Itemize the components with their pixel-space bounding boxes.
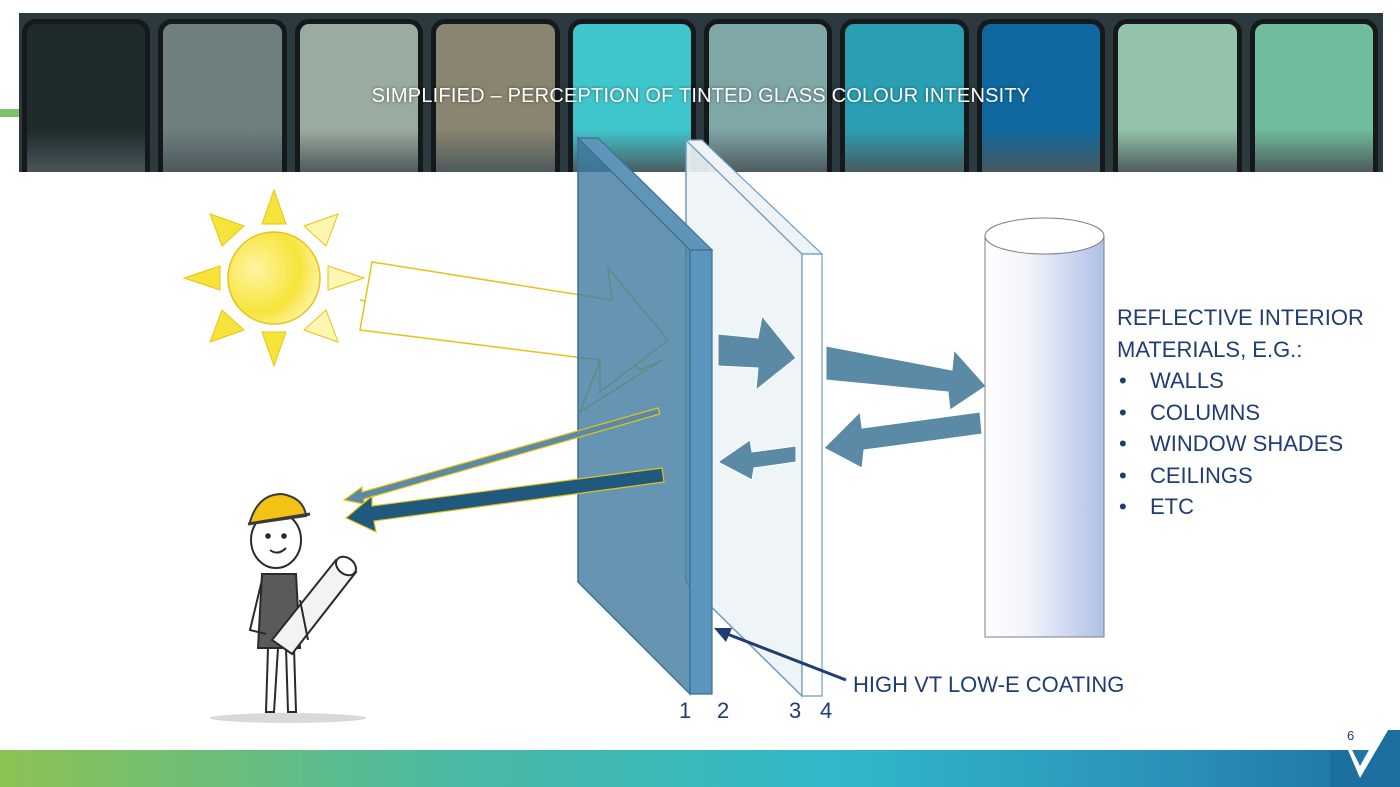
coating-pointer-arrow xyxy=(714,628,847,682)
footer-gradient-bar xyxy=(0,750,1400,787)
glass-sample-swatch xyxy=(294,19,424,172)
reflected-arrow-from-column xyxy=(823,410,983,469)
return-arrow-gap xyxy=(717,439,797,481)
glass-sample-swatch xyxy=(976,19,1106,172)
page-title: SIMPLIFIED – PERCEPTION OF TINTED GLASS … xyxy=(371,85,1031,107)
coating-label: HIGH VT LOW-E COATING xyxy=(853,672,1125,697)
legend-list: WALLS COLUMNS WINDOW SHADES CEILINGS ETC xyxy=(1117,365,1364,523)
surface-label-4: 4 xyxy=(820,698,833,723)
surface-label-1: 1 xyxy=(679,698,692,723)
glass-sample-swatch xyxy=(158,19,287,172)
glass-sample-swatch xyxy=(431,19,560,172)
surface-label-3: 3 xyxy=(789,698,802,723)
glass-sample-swatch xyxy=(22,19,151,172)
accent-bar xyxy=(0,109,19,117)
glass-sample-swatch xyxy=(704,19,833,172)
reflected-light-arrow-dark xyxy=(344,467,665,534)
legend-heading-line1: REFLECTIVE INTERIOR xyxy=(1117,305,1364,330)
page-number: 6 xyxy=(1347,728,1355,743)
list-item: COLUMNS xyxy=(1117,397,1364,429)
transmitted-arrow-to-column xyxy=(825,345,987,411)
glass-sample-swatch xyxy=(1249,19,1378,172)
tinted-glass-samples-banner: SIMPLIFIED – PERCEPTION OF TINTED GLASS … xyxy=(19,13,1383,172)
list-item: WINDOW SHADES xyxy=(1117,428,1364,460)
list-item: WALLS xyxy=(1117,365,1364,397)
logo-notch-icon xyxy=(1330,730,1400,787)
reflected-light-arrow-yellow xyxy=(342,407,661,505)
clear-glass-pane xyxy=(684,138,824,698)
glass-sample-swatch xyxy=(840,19,969,172)
glass-sample-swatch xyxy=(1113,19,1242,172)
reflective-materials-legend: REFLECTIVE INTERIOR MATERIALS, E.G.: WAL… xyxy=(1117,302,1364,523)
person-with-hardhat-icon xyxy=(210,492,366,723)
sun-icon xyxy=(182,188,366,368)
legend-heading-line2: MATERIALS, E.G.: xyxy=(1117,336,1303,362)
surface-label-2: 2 xyxy=(717,698,730,723)
list-item: CEILINGS xyxy=(1117,460,1364,492)
transmitted-arrow-gap xyxy=(717,314,797,392)
list-item: ETC xyxy=(1117,491,1364,523)
column-cylinder-icon xyxy=(984,217,1105,638)
